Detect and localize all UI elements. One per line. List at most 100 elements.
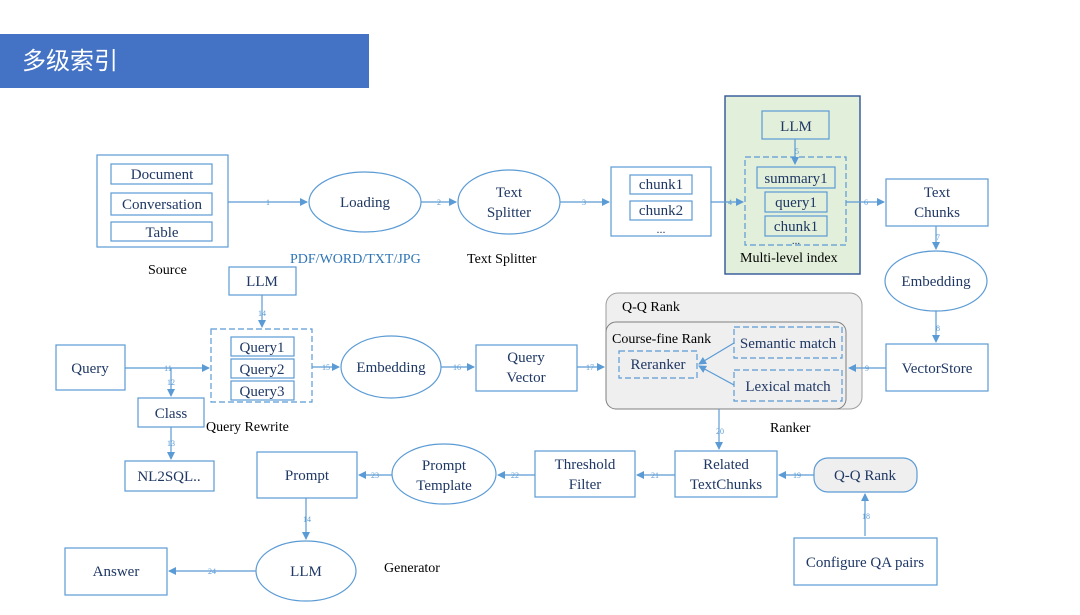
lexical-match-box — [733, 369, 843, 402]
generator-caption: Generator — [384, 561, 440, 576]
edge-label-24: 24 — [208, 567, 216, 576]
qq-rank-label: Q-Q Rank — [834, 468, 897, 484]
coarse-fine-box — [605, 321, 847, 410]
text-chunks-label-2: Chunks — [914, 205, 960, 221]
edge-label-8: 8 — [936, 324, 940, 333]
threshold-label-1: Threshold — [555, 457, 616, 473]
edge-label-11: 11 — [164, 364, 172, 373]
semantic-match-label: Semantic match — [740, 336, 837, 352]
related-textchunks-box — [674, 450, 778, 498]
multi-level-item-1 — [756, 166, 836, 189]
query-label: Query — [71, 361, 109, 377]
prompt-template-node — [391, 443, 497, 505]
configure-label: Configure QA pairs — [806, 555, 924, 571]
embedding-mid-label: Embedding — [356, 360, 426, 376]
prompt-template-label-2: Template — [416, 478, 472, 494]
coarse-fine-header: Course-fine Rank — [612, 332, 711, 347]
edge-label-22: 22 — [511, 471, 519, 480]
banner: 多级索引 — [0, 34, 369, 88]
edge-label-18: 18 — [862, 512, 870, 521]
chunk-label-2: chunk2 — [639, 203, 683, 219]
multi-level-index-box — [724, 95, 861, 275]
rewrite-query3-label: Query3 — [240, 384, 285, 400]
source-box — [96, 154, 229, 248]
query-rewrite-caption: Query Rewrite — [206, 420, 289, 435]
generator-llm-label: LLM — [290, 564, 322, 580]
multi-level-summary-label: summary1 — [764, 171, 827, 187]
answer-box — [64, 547, 168, 596]
chunk-item-2 — [629, 200, 693, 221]
multi-level-item-3 — [764, 215, 828, 237]
threshold-filter-box — [534, 450, 636, 498]
query-rewrite-group — [210, 328, 313, 403]
multi-level-item-2 — [764, 191, 828, 213]
edge-label-2: 2 — [437, 198, 441, 207]
multi-level-caption: Multi-level index — [740, 251, 838, 266]
text-chunks-box — [885, 178, 989, 227]
rewrite-query2-label: Query2 — [240, 362, 285, 378]
edge-label-21: 21 — [651, 471, 659, 480]
query-vector-label-2: Vector — [506, 370, 545, 386]
chunks-ellipsis: ... — [657, 222, 666, 236]
ranker-caption: Ranker — [770, 421, 811, 436]
reranker-label: Reranker — [631, 357, 686, 373]
rewrite-llm-label: LLM — [246, 274, 278, 290]
query-vector-box — [475, 344, 578, 392]
query-vector-label-1: Query — [507, 350, 545, 366]
rewrite-query1-label: Query1 — [240, 340, 285, 356]
qq-rank-header: Q-Q Rank — [622, 300, 680, 315]
edge-label-16: 16 — [453, 363, 461, 372]
edge-label-5: 5 — [795, 147, 799, 156]
edge-label-14a: 14 — [258, 309, 266, 318]
edge-label-1: 1 — [266, 198, 270, 207]
edge-lexical-reranker — [698, 365, 735, 386]
multi-level-ellipsis: ... — [792, 235, 801, 247]
edge-label-15: 15 — [322, 363, 330, 372]
text-chunks-label-1: Text — [924, 185, 951, 201]
text-splitter-label-1: Text — [496, 185, 523, 201]
source-table-label: Table — [145, 225, 178, 241]
semantic-match-box — [733, 326, 843, 359]
threshold-label-2: Filter — [569, 477, 602, 493]
edge-label-7: 7 — [936, 233, 940, 242]
rewrite-item-1 — [230, 336, 295, 357]
source-item-conversation — [110, 192, 213, 216]
prompt-template-label-1: Prompt — [422, 458, 467, 474]
edge-label-4: 4 — [728, 198, 732, 207]
chunk-item-1 — [629, 174, 693, 195]
answer-label: Answer — [93, 564, 140, 580]
edge-label-14b: 14 — [303, 515, 311, 524]
source-conversation-label: Conversation — [122, 197, 202, 213]
multi-level-query-label: query1 — [775, 195, 817, 211]
text-splitter-caption: Text Splitter — [467, 252, 537, 267]
edge-label-3: 3 — [582, 198, 586, 207]
chunk-label-1: chunk1 — [639, 177, 683, 193]
edge-label-9: 9 — [865, 364, 869, 373]
related-label-1: Related — [703, 457, 749, 473]
source-item-document — [110, 163, 213, 185]
vectorstore-label: VectorStore — [902, 361, 973, 377]
banner-title: 多级索引 — [22, 47, 118, 75]
multi-level-chunk-label: chunk1 — [774, 219, 818, 235]
edge-label-13: 13 — [167, 439, 175, 448]
embedding-right-label: Embedding — [901, 274, 971, 290]
text-splitter-node — [457, 169, 561, 235]
source-document-label: Document — [131, 167, 194, 183]
edge-label-23: 23 — [371, 471, 379, 480]
prompt-box — [256, 451, 358, 499]
related-label-2: TextChunks — [690, 477, 762, 493]
class-label: Class — [155, 406, 188, 422]
edge-label-6: 6 — [864, 198, 868, 207]
loading-label: Loading — [340, 195, 390, 211]
text-splitter-label-2: Splitter — [487, 205, 531, 221]
configure-qa-box — [793, 537, 938, 586]
rewrite-item-2 — [230, 358, 295, 379]
edge-label-12: 12 — [167, 378, 175, 387]
nl2sql-box — [124, 460, 215, 492]
reranker-box — [618, 350, 698, 379]
loading-caption: PDF/WORD/TXT/JPG — [290, 252, 421, 267]
edge-label-19: 19 — [793, 471, 801, 480]
edge-label-17: 17 — [586, 363, 594, 372]
lexical-match-label: Lexical match — [745, 379, 831, 395]
